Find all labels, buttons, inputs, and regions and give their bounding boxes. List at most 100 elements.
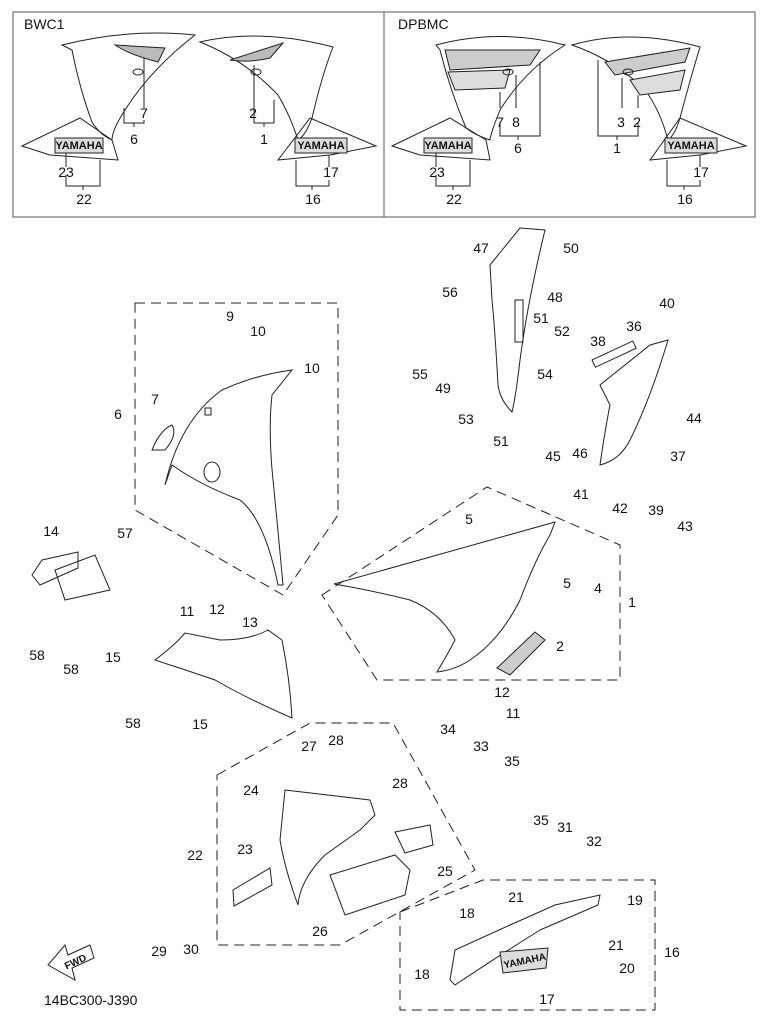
callout-53: 53 <box>458 411 474 427</box>
callout-10: 10 <box>250 323 266 339</box>
callout-15: 15 <box>105 649 121 665</box>
callout-7: 7 <box>151 391 159 407</box>
callout-6: 6 <box>130 131 138 147</box>
callout-23: 23 <box>237 841 253 857</box>
callout-27: 27 <box>301 738 317 754</box>
dpbmc-right-lower <box>648 117 748 161</box>
callout-31: 31 <box>557 819 573 835</box>
callout-33: 33 <box>473 738 489 754</box>
callout-13: 13 <box>242 614 258 630</box>
callout-55: 55 <box>412 366 428 382</box>
callout-26: 26 <box>312 923 328 939</box>
callout-40: 40 <box>659 295 675 311</box>
callout-39: 39 <box>648 502 664 518</box>
callout-49: 49 <box>435 380 451 396</box>
callout-7: 7 <box>140 105 148 121</box>
callout-17: 17 <box>539 991 555 1007</box>
bwc1-left-lower <box>20 117 119 161</box>
decal-text: YAMAHA <box>424 140 472 152</box>
callout-12: 12 <box>209 601 225 617</box>
callout-19: 19 <box>627 892 643 908</box>
callout-44: 44 <box>686 410 702 426</box>
callout-50: 50 <box>563 240 579 256</box>
callout-4: 4 <box>594 580 602 596</box>
callout-54: 54 <box>537 366 553 382</box>
callout-11: 11 <box>505 705 521 721</box>
callout-28: 28 <box>392 775 408 791</box>
dpbmc-left-cowl <box>435 36 567 141</box>
part-47-stay <box>489 227 546 413</box>
callout-9: 9 <box>226 308 234 324</box>
callout-37: 37 <box>670 448 686 464</box>
callout-35: 35 <box>533 812 549 828</box>
callout-1: 1 <box>613 140 621 156</box>
decal-text: YAMAHA <box>297 140 345 152</box>
callout-16: 16 <box>664 944 680 960</box>
callout-16: 16 <box>305 191 321 207</box>
dpbmc-right-cowl <box>570 36 701 141</box>
callout-28: 28 <box>328 732 344 748</box>
callout-7: 7 <box>496 114 504 130</box>
callout-22: 22 <box>76 191 92 207</box>
callout-32: 32 <box>586 833 602 849</box>
drawing-code: 14BC300-J390 <box>44 992 138 1008</box>
bwc1-right-cowl <box>198 35 334 141</box>
callout-45: 45 <box>545 448 561 464</box>
callout-57: 57 <box>117 525 133 541</box>
part-36-stay <box>591 339 669 466</box>
callout-36: 36 <box>626 318 642 334</box>
callout-46: 46 <box>572 445 588 461</box>
callout-10: 10 <box>304 360 320 376</box>
callout-38: 38 <box>590 333 606 349</box>
callout-3: 3 <box>617 114 625 130</box>
callout-51: 51 <box>493 433 509 449</box>
callout-58: 58 <box>125 715 141 731</box>
callout-29: 29 <box>151 943 167 959</box>
assembly-box-1 <box>321 486 621 681</box>
callout-15: 15 <box>192 716 208 732</box>
part-14-bracket <box>31 551 111 601</box>
part-22-lower-cowl <box>232 789 434 916</box>
bwc1-right-lower <box>276 117 378 161</box>
callout-21: 21 <box>608 937 624 953</box>
callout-22: 22 <box>446 191 462 207</box>
callout-16: 16 <box>677 191 693 207</box>
part-1-side-cowl <box>333 521 556 676</box>
callout-23: 23 <box>429 164 445 180</box>
callout-51: 51 <box>533 310 549 326</box>
assembly-box-16 <box>399 879 656 1011</box>
callout-58: 58 <box>29 647 45 663</box>
callout-56: 56 <box>442 284 458 300</box>
callout-2: 2 <box>633 114 641 130</box>
callout-8: 8 <box>512 114 520 130</box>
callout-20: 20 <box>619 960 635 976</box>
callout-1: 1 <box>260 131 268 147</box>
assembly-box-6 <box>134 302 339 596</box>
callout-35: 35 <box>504 753 520 769</box>
callout-6: 6 <box>114 406 122 422</box>
part-13-panel <box>153 629 293 719</box>
callout-21: 21 <box>508 889 524 905</box>
callout-17: 17 <box>323 164 339 180</box>
callout-42: 42 <box>612 500 628 516</box>
callout-34: 34 <box>440 721 456 737</box>
callout-47: 47 <box>473 240 489 256</box>
callout-11: 11 <box>179 603 195 619</box>
callout-5: 5 <box>465 511 473 527</box>
callout-6: 6 <box>514 140 522 156</box>
callout-58: 58 <box>63 661 79 677</box>
variant-title-dpbmc: DPBMC <box>398 16 449 32</box>
decal-text: YAMAHA <box>667 140 715 152</box>
variant-title-bwc1: BWC1 <box>24 16 65 32</box>
callout-30: 30 <box>183 941 199 957</box>
assembly-box-22 <box>216 722 476 946</box>
dpbmc-left-lower <box>390 117 491 161</box>
callout-22: 22 <box>187 847 203 863</box>
bwc1-left-cowl <box>60 32 197 141</box>
callout-5: 5 <box>563 575 571 591</box>
callout-2: 2 <box>249 105 257 121</box>
callout-1: 1 <box>628 594 636 610</box>
part-6-inner-cowl <box>151 369 294 586</box>
decal-text: YAMAHA <box>55 140 103 152</box>
callout-18: 18 <box>459 905 475 921</box>
